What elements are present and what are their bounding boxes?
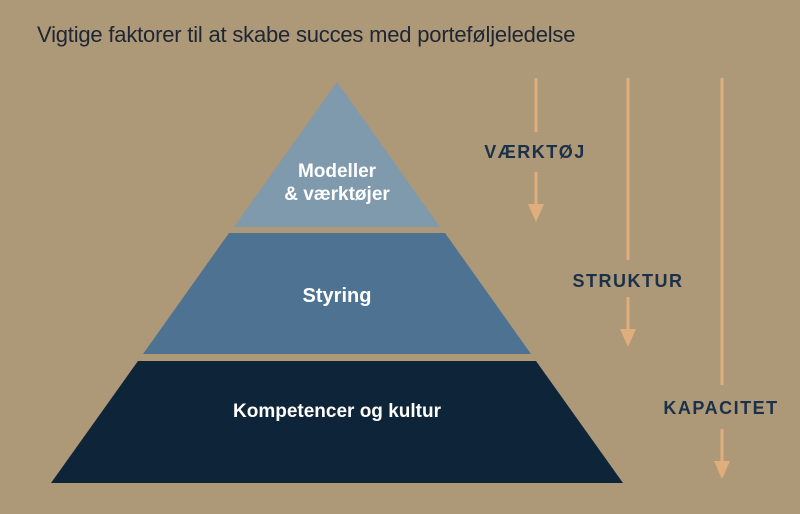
arrow-line-segment (626, 297, 630, 331)
down-arrow-icon (528, 204, 544, 222)
arrow-line-segment (534, 78, 538, 132)
down-arrow-3 (714, 78, 730, 479)
arrow-line-segment (534, 172, 538, 206)
down-arrow-icon (620, 329, 636, 347)
diagram-title: Vigtige faktorer til at skabe succes med… (37, 22, 576, 47)
down-arrow-1 (528, 78, 544, 222)
arrow-line-segment (720, 429, 724, 463)
annotation-struktur: STRUKTUR (572, 271, 684, 291)
pyramid-level-bottom-shape (51, 361, 623, 483)
down-arrow-2 (620, 78, 636, 347)
pyramid-label-styring: Styring (302, 285, 372, 307)
arrow-line-segment (626, 78, 630, 260)
pyramid-label-kompetencer-og-kultur: Kompetencer og kultur (233, 401, 441, 422)
annotation-vaerktoej: VÆRKTØJ (484, 142, 586, 162)
down-arrow-icon (714, 461, 730, 479)
pyramid-level-top-shape (234, 82, 440, 227)
pyramid-level-middle-shape (143, 233, 531, 354)
pyramid-label-modeller-vaerktoejer: Modeller & værktøjer (284, 161, 390, 205)
annotation-kapacitet: KAPACITET (663, 398, 779, 418)
arrow-line-segment (720, 78, 724, 385)
